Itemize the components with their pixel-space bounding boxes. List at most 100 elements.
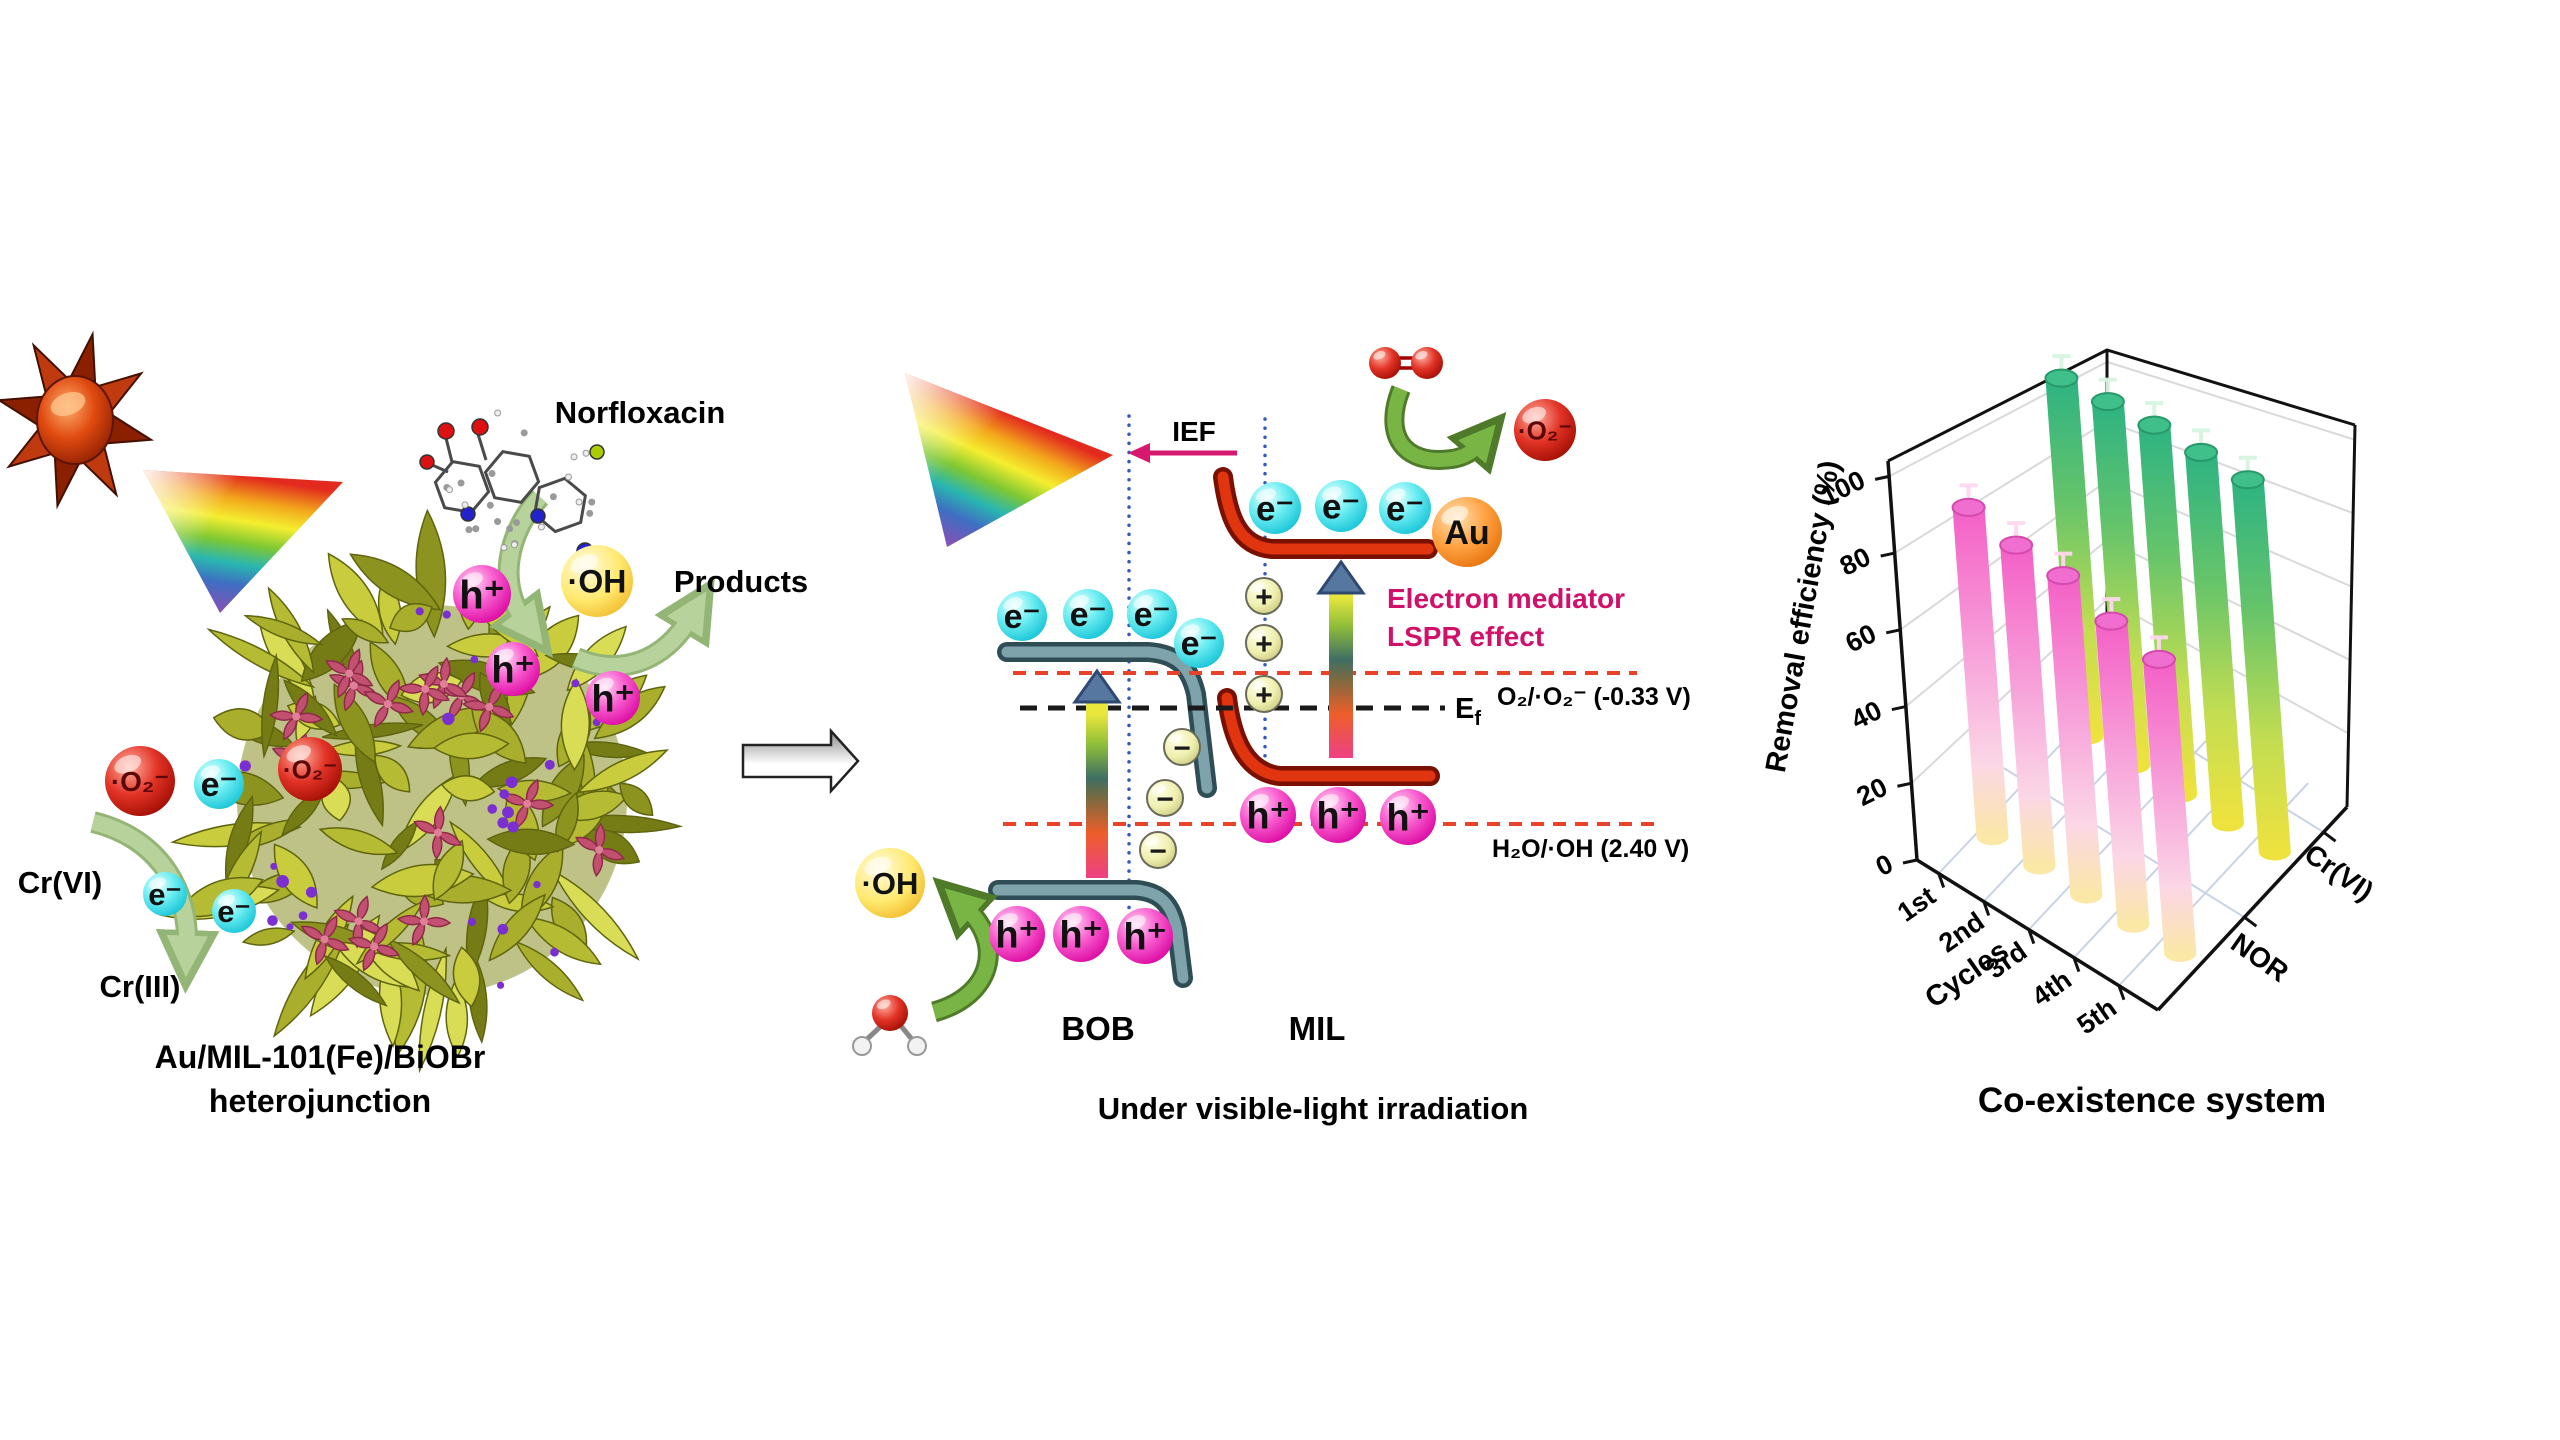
- superoxide-sphere: ·O₂⁻: [278, 737, 342, 801]
- svg-text:e⁻: e⁻: [217, 894, 251, 929]
- superoxide-sphere: ·O₂⁻: [105, 746, 175, 816]
- svg-text:h⁺: h⁺: [459, 573, 505, 617]
- electron-sphere: e⁻: [212, 889, 256, 933]
- x-tick: [2072, 957, 2081, 973]
- flower-cluster: [413, 805, 463, 860]
- depth-tick: [2322, 830, 2337, 843]
- chart-ylabel: Removal efficiency (%): [1760, 458, 1846, 775]
- electron-sphere: e⁻: [1379, 482, 1431, 534]
- sun-icon: [0, 330, 155, 510]
- mil-conduction-band: [1213, 467, 1438, 559]
- svg-text:+: +: [1255, 679, 1273, 712]
- hydroxyl-sphere: ·OH: [855, 848, 925, 918]
- box-top-edges: [1887, 348, 2356, 463]
- mediator-label-line1: Electron mediator: [1387, 583, 1625, 614]
- svg-text:e⁻: e⁻: [1386, 490, 1424, 529]
- water-oxidation-arrow: [931, 888, 996, 1020]
- bar-crvi: [2184, 428, 2245, 832]
- x-tick-label: 1st: [1892, 881, 1941, 928]
- mil-label: MIL: [1289, 1010, 1346, 1047]
- electron-sphere: e⁻: [1127, 589, 1177, 639]
- mediator-label-line2: LSPR effect: [1387, 621, 1544, 652]
- y-tick-label: 40: [1846, 695, 1886, 735]
- bar-nor: [2094, 597, 2150, 933]
- svg-text:+: +: [1255, 628, 1273, 661]
- svg-text:e⁻: e⁻: [148, 877, 182, 912]
- x-tick-label: 5th: [2072, 992, 2122, 1040]
- hole-sphere: h⁺: [486, 642, 540, 696]
- o2-atom: [1411, 347, 1443, 379]
- depth-axis: [2156, 805, 2349, 1012]
- y-tick-label: 80: [1835, 542, 1875, 582]
- svg-text:h⁺: h⁺: [1316, 796, 1359, 838]
- y-tick: [1902, 858, 1918, 865]
- svg-text:·OH: ·OH: [862, 866, 919, 901]
- norfloxacin-to-catalyst-arrow: [500, 491, 547, 645]
- y-tick: [1880, 551, 1896, 558]
- flower-cluster: [268, 691, 324, 741]
- mil-valence-band: [1217, 688, 1440, 786]
- x-tick: [2117, 985, 2126, 1001]
- ief-label: IEF: [1172, 416, 1216, 447]
- oh-to-products-arrow: [572, 591, 707, 674]
- hole-sphere: h⁺: [1310, 787, 1366, 843]
- negative-charge-icon: −: [1139, 831, 1177, 869]
- norfloxacin-molecule-icon: [419, 409, 605, 560]
- svg-text:e⁻: e⁻: [1004, 598, 1041, 636]
- svg-text:·OH: ·OH: [568, 564, 627, 600]
- hole-sphere: h⁺: [1053, 906, 1109, 962]
- hole-sphere: h⁺: [1380, 789, 1436, 845]
- superoxide-sphere: ·O₂⁻: [1514, 399, 1576, 461]
- y-tick: [1897, 781, 1912, 788]
- catalyst-microsphere: [159, 508, 684, 1074]
- svg-text:h⁺: h⁺: [1386, 798, 1429, 840]
- gold-nanoparticle: Au: [1432, 497, 1502, 567]
- caption-line1: Au/MIL-101(Fe)/BiOBr: [155, 1039, 486, 1075]
- svg-text:e⁻: e⁻: [1181, 625, 1218, 663]
- rainbow-beam-highlight: [143, 470, 343, 613]
- flower-cluster: [347, 922, 400, 972]
- bob-conduction-band: [997, 642, 1217, 798]
- svg-text:h⁺: h⁺: [1246, 796, 1289, 838]
- products-label: Products: [674, 564, 808, 599]
- positive-charge-icon: +: [1245, 675, 1283, 713]
- hydroxyl-sphere: ·OH: [561, 545, 633, 617]
- caption-line2: heterojunction: [209, 1083, 431, 1119]
- svg-text:h⁺: h⁺: [995, 915, 1038, 957]
- box-right-edge: [2345, 424, 2357, 808]
- cr6-to-cr3-arrow: [90, 814, 209, 978]
- bar-nor: [1951, 483, 2009, 846]
- flower-cluster: [333, 895, 384, 949]
- svg-text:e⁻: e⁻: [1134, 596, 1171, 634]
- svg-text:h⁺: h⁺: [591, 679, 634, 721]
- y-tick: [1891, 705, 1907, 712]
- o2-atom: [1369, 347, 1401, 379]
- o2-reduction-arrow: [1387, 386, 1496, 467]
- svg-text:−: −: [1149, 835, 1167, 868]
- flower-cluster: [396, 894, 452, 947]
- transition-arrow-icon: [741, 727, 860, 795]
- bar-nor: [2046, 551, 2103, 904]
- positive-charge-icon: +: [1245, 577, 1283, 615]
- bob-valence-band: [988, 880, 1193, 988]
- reaction-arrows: [90, 489, 715, 994]
- x-tick-label: 4th: [2027, 964, 2077, 1012]
- rainbow-beam-highlight-2: [905, 373, 1113, 547]
- y-tick: [1885, 628, 1901, 635]
- svg-text:−: −: [1156, 783, 1174, 816]
- svg-text:e⁻: e⁻: [1256, 490, 1294, 529]
- negative-charge-icon: −: [1146, 779, 1184, 817]
- z-axis: [1886, 460, 1919, 861]
- svg-text:h⁺: h⁺: [1059, 915, 1102, 957]
- cr6-label: Cr(VI): [18, 865, 102, 900]
- h2o-potential-label: H₂O/·OH (2.40 V): [1492, 835, 1689, 863]
- y-tick-label: 0: [1871, 848, 1898, 882]
- band-diagram-panel: IEF: [741, 347, 1691, 1126]
- svg-text:h⁺: h⁺: [491, 650, 534, 692]
- electron-sphere: e⁻: [194, 759, 244, 809]
- depth-tick: [2243, 916, 2258, 928]
- flower-cluster: [363, 679, 414, 728]
- flower-cluster: [300, 915, 350, 966]
